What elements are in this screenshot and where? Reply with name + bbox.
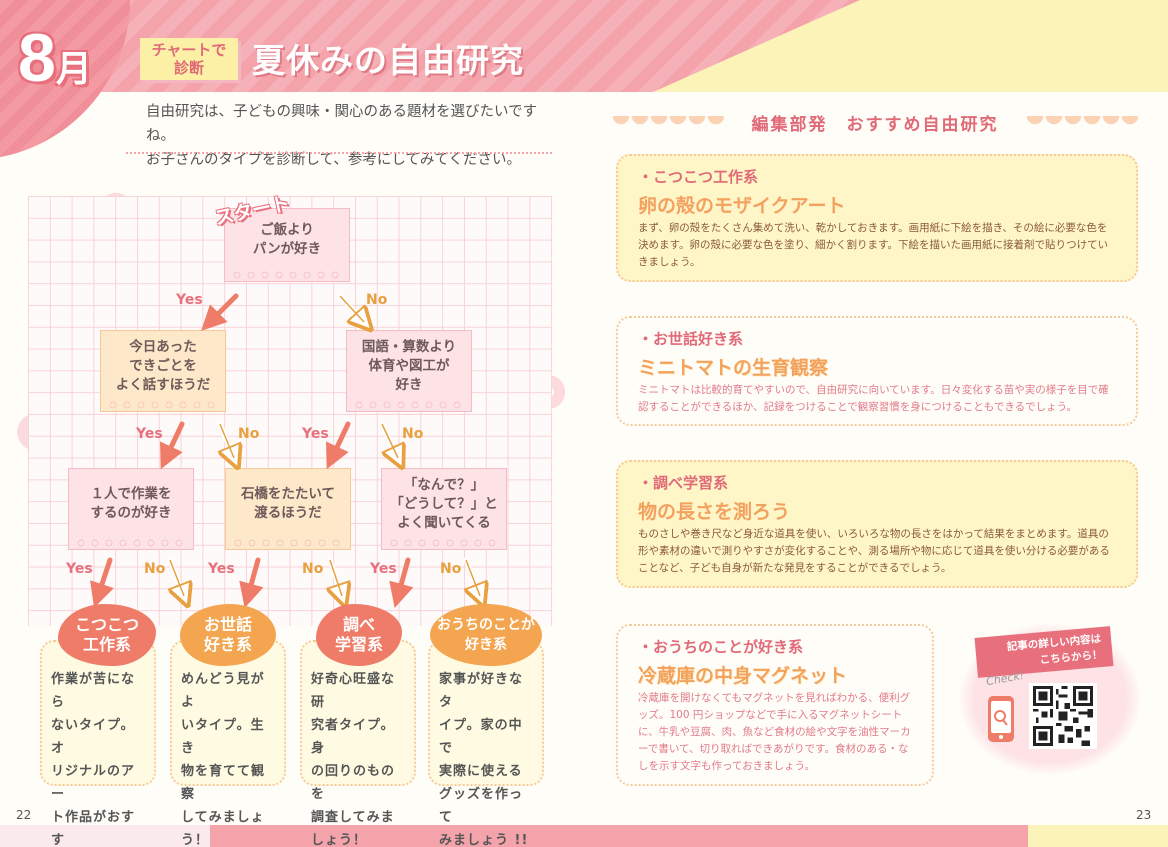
no-label: No [440, 561, 462, 577]
intro-text: 自由研究は、子どもの興味・関心のある題材を選びたいですね。 お子さんのタイプを診… [146, 100, 566, 172]
scallop-decoration [1026, 116, 1138, 128]
month-badge: 8月 [18, 24, 92, 92]
no-label: No [402, 426, 424, 442]
rec-description: ものさしや巻き尺など身近な道具を使い、いろいろな物の長さをはかって結果をまとめま… [638, 528, 1110, 574]
rec-description: まず、卵の殻をたくさん集めて洗い、乾かしておきます。画用紙に下絵を描き、その絵に… [638, 222, 1109, 268]
rec-title: 卵の殻のモザイクアート [638, 195, 846, 217]
recommendation-card-osewa: ・お世話好き系 ミニトマトの生育観察 ミニトマトは比較的育てやすいので、自由研究… [616, 316, 1138, 426]
rec-title: 物の長さを測ろう [638, 501, 791, 523]
recommendation-card-shirabe: ・調べ学習系 物の長さを測ろう ものさしや巻き尺など身近な道具を使い、いろいろな… [616, 460, 1138, 588]
node-l1-right: 国語・算数より 体育や図工が 好き [346, 330, 472, 412]
month-number: 8 [18, 20, 56, 96]
bottom-stripe [0, 825, 1168, 847]
month-suffix: 月 [55, 48, 92, 89]
node-l2-b: 石橋をたたいて 渡るほうだ [225, 468, 351, 550]
yes-label: Yes [66, 561, 93, 577]
yes-label: Yes [208, 561, 235, 577]
rec-category: ・おうちのことが好き系 [638, 638, 804, 656]
yes-label: Yes [370, 561, 397, 577]
yes-label: Yes [176, 292, 203, 308]
rec-description: 冷蔵庫を開けなくてもマグネットを見ればわかる、便利グッズ。100 円ショップなど… [638, 692, 911, 772]
recommendation-heading: 編集部発 おすすめ自由研究 [612, 108, 1138, 136]
rec-description: ミニトマトは比較的育てやすいので、自由研究に向いています。日々変化する苗や実の様… [638, 384, 1109, 413]
result-type-ouchi: おうちのことが 好き系 [430, 604, 542, 666]
recommendation-card-ouchi: ・おうちのことが好き系 冷蔵庫の中身マグネット 冷蔵庫を開けなくてもマグネットを… [616, 624, 934, 786]
scallop-decoration [612, 116, 724, 128]
rec-category: ・お世話好き系 [638, 330, 744, 348]
phone-icon [988, 696, 1014, 742]
rec-title: 冷蔵庫の中身マグネット [638, 665, 848, 687]
rec-category: ・こつこつ工作系 [638, 168, 759, 186]
page-title: 夏休みの自由研究 [252, 41, 524, 80]
yes-label: Yes [302, 426, 329, 442]
node-l2-a: １人で作業を するのが好き [68, 468, 194, 550]
intro-divider [126, 152, 552, 154]
node-root: ご飯より パンが好き [224, 208, 350, 282]
no-label: No [302, 561, 324, 577]
result-type-shirabe: 調べ 学習系 [316, 604, 402, 666]
qr-code[interactable] [1029, 683, 1097, 749]
intro-line-2: お子さんのタイプを診断して、参考にしてみてください。 [146, 152, 521, 168]
result-type-kotsukotsu: こつこつ 工作系 [58, 604, 156, 666]
yes-label: Yes [136, 426, 163, 442]
rec-title: ミニトマトの生育観察 [638, 357, 829, 379]
page-number-left: 22 [16, 808, 32, 822]
rec-category: ・調べ学習系 [638, 474, 729, 492]
result-type-osewa: お世話 好き系 [180, 604, 276, 666]
no-label: No [238, 426, 260, 442]
intro-line-1: 自由研究は、子どもの興味・関心のある題材を選びたいですね。 [146, 104, 538, 144]
page-number-right: 23 [1136, 808, 1152, 822]
recommendation-title: 編集部発 おすすめ自由研究 [743, 109, 1007, 135]
recommendation-card-kotsukotsu: ・こつこつ工作系 卵の殻のモザイクアート まず、卵の殻をたくさん集めて洗い、乾か… [616, 154, 1138, 282]
chart-diagnosis-tag: チャートで 診断 [140, 38, 238, 80]
no-label: No [366, 292, 388, 308]
node-l2-c: 「なんで？」 「どうして？」と よく聞いてくる [381, 468, 507, 550]
node-l1-left: 今日あった できごとを よく話すほうだ [100, 330, 226, 412]
no-label: No [144, 561, 166, 577]
result-desc-ouchi: 家事が好きなタ イプ。家の中で 実際に使える グッズを作って みましょう !! [428, 640, 544, 847]
